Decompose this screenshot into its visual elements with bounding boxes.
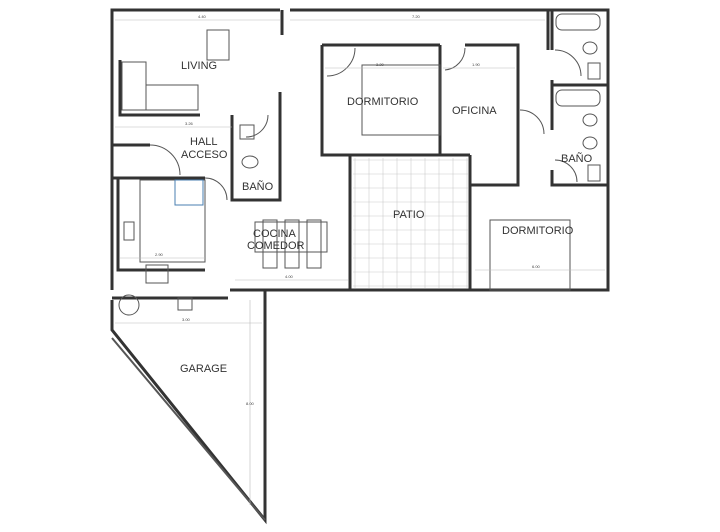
dim-top-width: 7.20 xyxy=(412,14,421,19)
dim-cocina-depth: 2.90 xyxy=(155,252,164,257)
toilet-top xyxy=(582,41,598,55)
water-heater xyxy=(118,294,140,316)
sink-left-bath xyxy=(239,124,255,140)
bathtub-bottom xyxy=(555,89,601,107)
dim-living-width: 4.40 xyxy=(198,14,207,19)
garage-door xyxy=(111,337,266,521)
dim-oficina-width: 1.90 xyxy=(472,62,481,67)
laundry-sink xyxy=(177,297,193,311)
bathtub-top xyxy=(555,13,601,31)
room-label-cocina: COCINA xyxy=(253,228,296,240)
kitchen-sink xyxy=(123,221,135,241)
sofa-left xyxy=(121,61,147,111)
room-label-oficina: OFICINA xyxy=(452,105,497,117)
dim-garage-depth: 8.00 xyxy=(246,401,255,406)
chairs xyxy=(262,219,278,269)
sofa-right xyxy=(145,84,199,111)
dim-dormitorio-width: 3.20 xyxy=(376,62,385,67)
room-label-living: LIVING xyxy=(181,60,217,72)
room-label-patio: PATIO xyxy=(393,209,425,221)
dim-hall-width: 3.26 xyxy=(185,121,194,126)
outer-walls xyxy=(110,8,610,525)
sink-top xyxy=(587,62,601,80)
toilet-left-bath xyxy=(241,155,259,169)
patio-tiles xyxy=(353,158,468,288)
sink-bottom xyxy=(587,164,601,182)
room-label-comedor: COMEDOR xyxy=(247,240,305,252)
room-label-bano-left: BAÑO xyxy=(242,180,274,193)
stove xyxy=(145,264,169,284)
dimension-labels: 4.40 7.20 3.20 1.90 3.26 2.90 4.00 3.00 … xyxy=(155,14,541,406)
dim-garage-width: 3.00 xyxy=(182,317,191,322)
armchair xyxy=(206,29,230,61)
dining-table xyxy=(254,221,328,253)
room-label-dormitorio: DORMITORIO xyxy=(347,96,419,108)
kitchen-counter xyxy=(139,179,206,263)
bed-dormitorio-right xyxy=(489,219,571,291)
room-label-dormitorio-right: DORMITORIO xyxy=(502,225,574,237)
room-label-bano-right: BAÑO xyxy=(561,152,593,165)
room-label-acceso: ACCESO xyxy=(181,149,228,161)
dimension-lines xyxy=(115,19,605,505)
room-label-hall: HALL xyxy=(190,136,218,148)
bidet xyxy=(582,113,598,127)
dim-dormitorio-right-width: 6.00 xyxy=(532,264,541,269)
toilet-bottom xyxy=(582,136,598,150)
furniture xyxy=(111,13,601,521)
room-label-garage: GARAGE xyxy=(180,363,227,375)
room-labels: LIVING HALL ACCESO BAÑO COCINA COMEDOR D… xyxy=(180,60,593,375)
dim-cocina-width: 4.00 xyxy=(285,274,294,279)
bed-dormitorio xyxy=(361,64,441,136)
